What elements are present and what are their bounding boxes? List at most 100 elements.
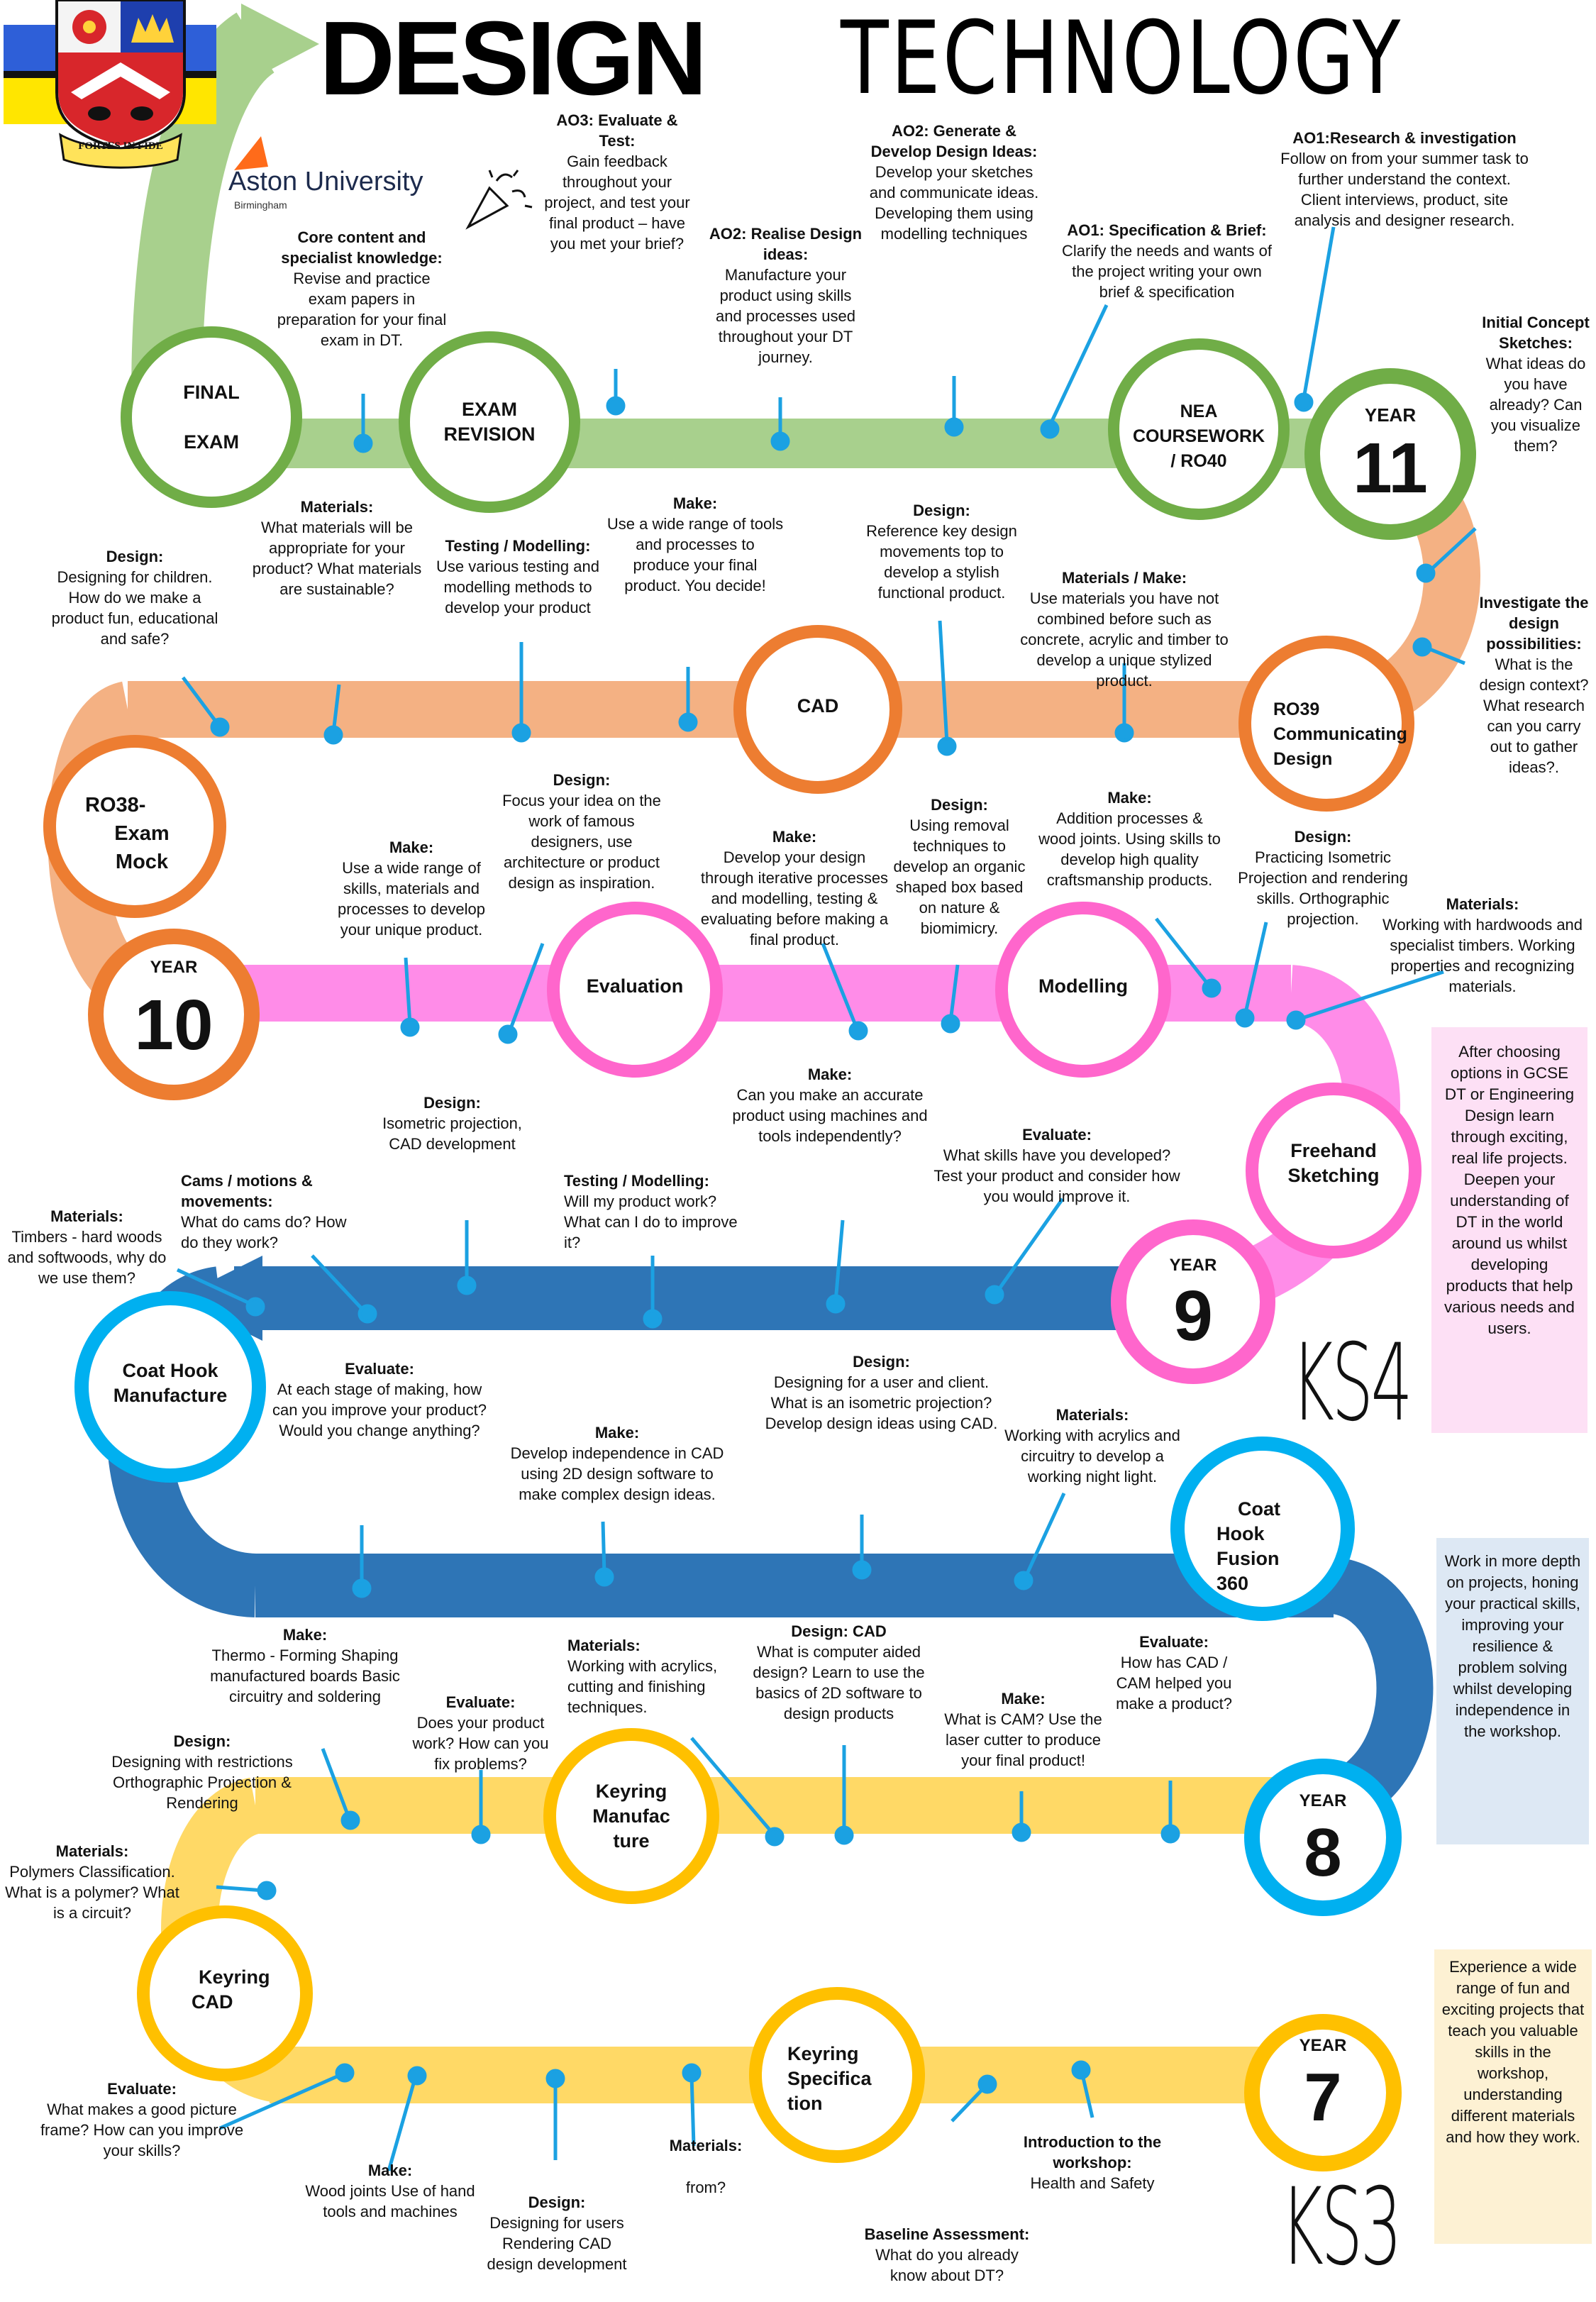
note-y7-evaluate: Evaluate:What makes a good picture frame… bbox=[40, 2080, 244, 2159]
coat-hook-fusion-ring bbox=[1170, 1437, 1355, 1621]
note-y10-make-skills: Make:Use a wide range of skills, materia… bbox=[338, 839, 485, 939]
node-cad: CAD bbox=[797, 695, 839, 716]
note-y11-testing: Testing / Modelling:Use various testing … bbox=[436, 537, 599, 616]
note-y10-design-removal: Design:Using removal techniques to devel… bbox=[893, 796, 1026, 937]
note-y11-design-reference: Design:Reference key design movements to… bbox=[866, 502, 1017, 602]
keyring-cad-ring bbox=[137, 1905, 313, 2081]
keyring-manufacture-ring bbox=[543, 1728, 719, 1904]
freehand-ring bbox=[1246, 1083, 1422, 1258]
note-y11-materials-make: Materials / Make:Use materials you have … bbox=[1020, 569, 1229, 690]
aston-logo-mark bbox=[234, 136, 268, 170]
note-y9-design-user: Design:Designing for a user and client. … bbox=[765, 1353, 998, 1432]
year10-label: YEAR bbox=[150, 958, 198, 977]
note-y10-design-isometric: Design:Practicing Isometric Projection a… bbox=[1238, 828, 1408, 928]
note-y8-make-thermo: Make:Thermo - Forming Shaping manufactur… bbox=[210, 1626, 400, 1705]
year11-ring bbox=[1304, 368, 1476, 540]
note-y7-introduction: Introduction to the workshop:Health and … bbox=[1023, 2133, 1162, 2192]
school-crest-logo bbox=[4, 0, 216, 169]
year7-label: YEAR bbox=[1299, 2036, 1347, 2055]
note-y9-materials-acrylic: Materials:Working with acrylics and circ… bbox=[1004, 1406, 1180, 1485]
node-evaluation: Evaluation bbox=[586, 975, 684, 997]
ks3-label: KS3 bbox=[1280, 2166, 1402, 2289]
note-y8-materials-acrylic: Materials:Working with acrylics, cutting… bbox=[567, 1637, 718, 1716]
note-ao1-specification: AO1: Specification & Brief:Clarify the n… bbox=[1062, 221, 1272, 301]
note-y10-design-focus: Design:Focus your idea on the work of fa… bbox=[502, 771, 661, 892]
note-y8-make-cam: Make:What is CAM? Use the laser cutter t… bbox=[944, 1690, 1102, 1769]
year8-number: 8 bbox=[1304, 1815, 1342, 1891]
note-y11-make: Make:Use a wide range of tools and proce… bbox=[606, 494, 784, 594]
note-initial-sketches: Initial Concept Sketches:What ideas do y… bbox=[1482, 314, 1590, 455]
note-y10-make-addition: Make:Addition processes & wood joints. U… bbox=[1038, 789, 1221, 889]
year10-number: 10 bbox=[134, 985, 214, 1065]
modelling-ring bbox=[995, 902, 1171, 1078]
party-popper-icon bbox=[465, 170, 533, 230]
green-arrow-road bbox=[131, 12, 276, 398]
final-exam-ring bbox=[121, 326, 302, 508]
note-y10-design-isocad: Design:Isometric projection, CAD develop… bbox=[382, 1094, 522, 1153]
title-design: DESIGN bbox=[319, 0, 707, 117]
year9-ring bbox=[1111, 1219, 1275, 1384]
title-technology: TECHNOLOGY bbox=[841, 0, 1403, 117]
connector-pins bbox=[176, 226, 1477, 2171]
year9-number: 9 bbox=[1173, 1276, 1213, 1356]
note-core-content: Core content and specialist knowledge:Re… bbox=[277, 228, 447, 349]
note-y9-testing: Testing / Modelling:Will my product work… bbox=[564, 1172, 738, 1251]
node-modelling: Modelling bbox=[1038, 975, 1128, 997]
year7-ring bbox=[1244, 2014, 1402, 2171]
note-ao2-realise: AO2: Realise Design ideas:Manufacture yo… bbox=[709, 225, 863, 366]
keyring-spec-ring bbox=[749, 1987, 925, 2163]
year10-ring bbox=[88, 929, 260, 1100]
note-y8-design-restrictions: Design:Designing with restrictions Ortho… bbox=[111, 1732, 293, 1812]
note-y7-baseline: Baseline Assessment:What do you already … bbox=[864, 2225, 1030, 2284]
ro38-ring bbox=[43, 735, 226, 918]
note-y7-design: Design:Designing for users Rendering CAD… bbox=[487, 2193, 627, 2273]
note-y7-make: Make:Wood joints Use of hand tools and m… bbox=[305, 2162, 475, 2220]
note-y8-materials-polymers: Materials:Polymers Classification. What … bbox=[5, 1842, 179, 1922]
aston-university-name: Aston University bbox=[228, 167, 423, 197]
ks4-label: KS4 bbox=[1291, 1322, 1413, 1445]
note-y9-make-cad: Make:Develop independence in CAD using 2… bbox=[510, 1424, 724, 1503]
year8-ring bbox=[1244, 1759, 1402, 1916]
note-y7-materials: Materials:from? bbox=[669, 2137, 743, 2196]
ro39-ring bbox=[1238, 636, 1414, 812]
evaluation-ring bbox=[547, 902, 723, 1078]
note-ao3: AO3: Evaluate & Test:Gain feedback throu… bbox=[544, 111, 690, 253]
note-y9-evaluate: Evaluate:At each stage of making, how ca… bbox=[272, 1360, 487, 1439]
note-y10-materials: Materials:Working with hardwoods and spe… bbox=[1382, 895, 1583, 995]
y8-summary-note: Work in more depth on projects, honing y… bbox=[1436, 1538, 1589, 1844]
note-investigate: Investigate the design possibilities:Wha… bbox=[1479, 594, 1589, 776]
note-y10-evaluate: Evaluate:What skills have you developed?… bbox=[933, 1126, 1180, 1205]
coat-hook-manufacture-ring bbox=[74, 1291, 266, 1483]
year8-label: YEAR bbox=[1299, 1791, 1347, 1810]
year11-label: YEAR bbox=[1364, 404, 1417, 426]
aston-university-sub: Birmingham bbox=[234, 199, 287, 211]
year9-label: YEAR bbox=[1169, 1256, 1217, 1275]
note-y10-make-accurate: Make:Can you make an accurate product us… bbox=[732, 1066, 928, 1145]
note-y9-materials-timbers: Materials:Timbers - hard woods and softw… bbox=[7, 1207, 167, 1287]
note-y8-evaluate-cad: Evaluate:How has CAD / CAM helped you ma… bbox=[1116, 1633, 1232, 1712]
note-y9-cams: Cams / motions & movements:What do cams … bbox=[181, 1172, 347, 1251]
note-y8-evaluate: Evaluate:Does your product work? How can… bbox=[412, 1693, 549, 1773]
y7-summary-note: Experience a wide range of fun and excit… bbox=[1434, 1949, 1592, 2244]
cad-ring bbox=[733, 625, 902, 794]
nea-ring bbox=[1108, 338, 1290, 520]
ks4-summary-note: After choosing options in GCSE DT or Eng… bbox=[1431, 1027, 1587, 1433]
note-ao2-generate: AO2: Generate & Develop Design Ideas:Dev… bbox=[869, 122, 1039, 243]
note-y11-materials: Materials:What materials will be appropr… bbox=[252, 498, 422, 598]
school-motto: FORTES IN FIDE bbox=[78, 140, 163, 152]
note-y10-make-develop: Make:Develop your design through iterati… bbox=[700, 828, 889, 948]
